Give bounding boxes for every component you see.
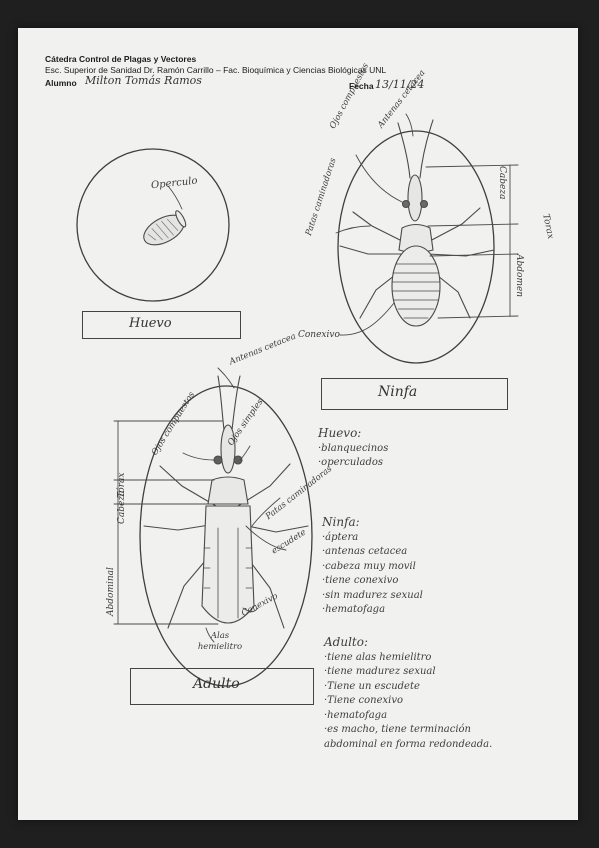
adult-pronotum [207, 476, 249, 505]
nymph-drawing [335, 113, 519, 364]
notes-adult-item: ·hematofaga [324, 709, 388, 721]
adult-label-wings: Alas hemielitro [197, 631, 243, 652]
notes-adult-item: ·tiene madurez sexual [324, 666, 436, 677]
notes-adult-item: ·es macho, tiene terminación [324, 724, 472, 735]
adult-antenna-right [231, 375, 241, 431]
notes-nymph-item: ·áptera [322, 531, 359, 543]
egg-shading [147, 218, 179, 241]
egg-caption-box: Huevo [82, 311, 241, 339]
adult-head [220, 424, 236, 474]
student-label: Alumno [45, 78, 77, 88]
notes-nymph-item: ·hematofaga [322, 604, 386, 615]
notes-nymph-item: ·sin madurez sexual [322, 589, 423, 601]
notes-egg-item: ·operculados [318, 457, 384, 468]
worksheet-page: Cátedra Control de Plagas y Vectores Esc… [18, 28, 578, 820]
adult-abdomen [201, 505, 255, 624]
adult-caption: Adulto [193, 676, 240, 692]
adult-connexivum-marks [203, 527, 253, 619]
adult-pointers [182, 367, 287, 643]
notes-adult-item: ·Tiene conexivo [324, 695, 403, 706]
nymph-abdomen-bands [391, 263, 441, 319]
nymph-caption-box: Ninfa [321, 378, 508, 410]
adult-caption-box: Adulto [130, 668, 314, 705]
nymph-eye-left [401, 199, 411, 209]
specimen-drawings [76, 113, 519, 687]
adult-antenna-left [217, 375, 225, 431]
nymph-label-connexivum: Conexivo [298, 330, 340, 340]
adult-drawing [113, 367, 313, 687]
adult-label-thorax: Tórax [117, 472, 127, 498]
notes-nymph: Ninfa: ·áptera ·antenas cetacea ·cabeza … [322, 515, 423, 618]
date-value: 13/11/24 [375, 78, 425, 91]
date-label: Fecha [349, 81, 374, 91]
nymph-caption: Ninfa [378, 384, 418, 400]
notes-nymph-title: Ninfa: [322, 515, 360, 529]
adult-label-abdomen: Abdominal [106, 567, 116, 616]
nymph-antenna-left [397, 122, 411, 179]
nymph-abdomen [391, 245, 441, 327]
nymph-label-head: Cabeza [497, 166, 507, 200]
course-title: Cátedra Control de Plagas y Vectores [45, 54, 197, 64]
notes-egg-title: Huevo: [318, 426, 362, 440]
notes-nymph-item: ·tiene conexivo [322, 575, 399, 586]
notes-adult-item: ·tiene alas hemielitro [324, 651, 432, 663]
nymph-region-brackets [425, 164, 519, 319]
nymph-eye-right [419, 199, 429, 209]
notes-adult-item: abdominal en forma redondeada. [324, 738, 493, 750]
notes-egg: Huevo: ·blanquecinos ·operculados [318, 426, 388, 471]
notes-egg-item: ·blanquecinos [318, 442, 389, 454]
nymph-label-abdomen: Abdomen [514, 254, 524, 298]
notes-adult-title: Adulto: [324, 635, 369, 649]
school-name: Esc. Superior de Sanidad Dr. Ramón Carri… [45, 65, 387, 75]
operculum-pointer [167, 185, 183, 210]
egg-drawing [76, 148, 230, 302]
notes-adult-item: ·Tiene un escudete [324, 680, 420, 692]
nymph-pointers [335, 113, 414, 336]
adult-eye-left [213, 455, 223, 465]
adult-region-brackets [113, 420, 223, 625]
notes-nymph-item: ·cabeza muy movil [322, 560, 416, 572]
nymph-head [407, 174, 423, 222]
student-name: Milton Tomás Ramos [85, 74, 202, 87]
egg-caption: Huevo [129, 316, 172, 331]
adult-eye-right [233, 455, 243, 465]
nymph-antenna-right [419, 119, 434, 179]
notes-adult: Adulto: ·tiene alas hemielitro ·tiene ma… [324, 635, 492, 752]
notes-nymph-item: ·antenas cetacea [322, 546, 408, 557]
